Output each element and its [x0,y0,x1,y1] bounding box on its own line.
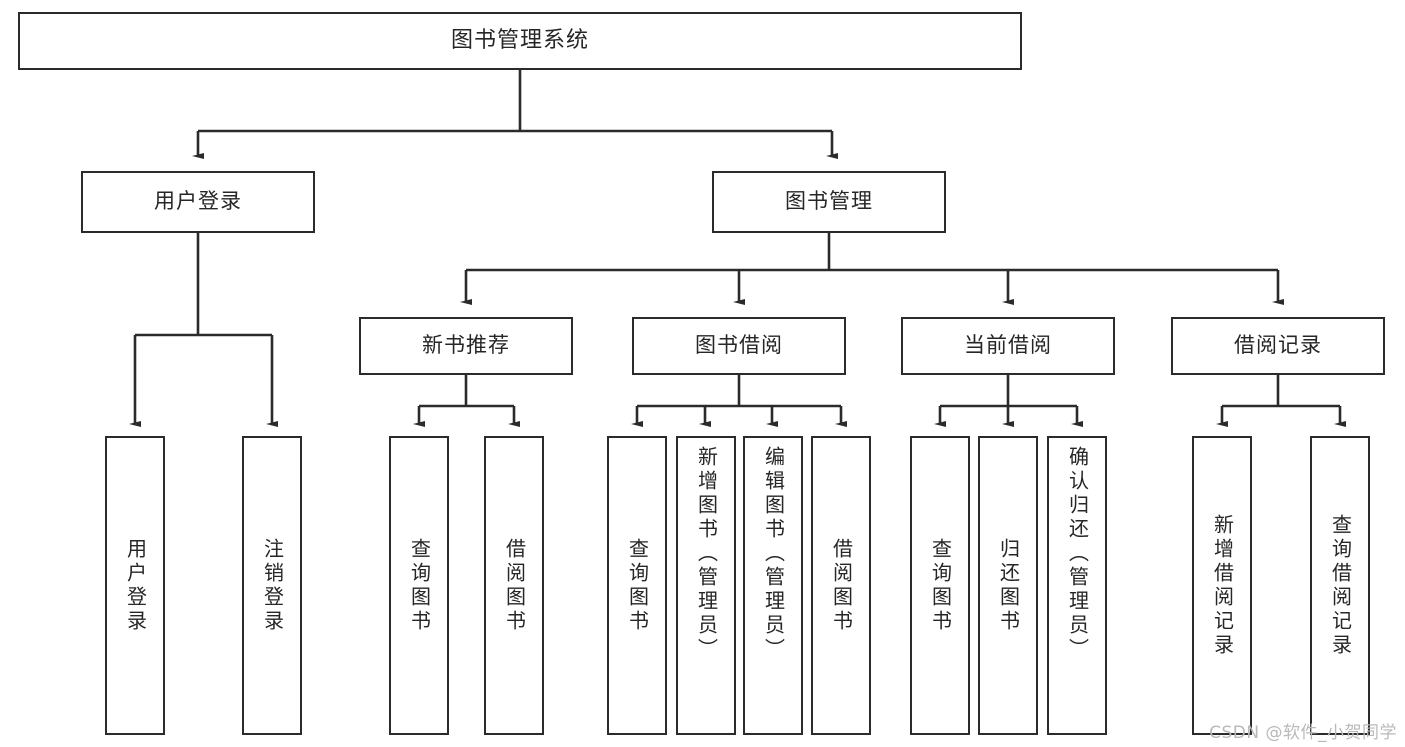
leaf-borrow-query-book[interactable]: 查询图书 [607,436,667,735]
node-book-management-label: 图书管理 [785,189,873,214]
leaf-new-book-borrow[interactable]: 借阅图书 [484,436,544,735]
csdn-watermark: CSDN @软件_小贺同学 [1209,723,1397,743]
leaf-new-book-query[interactable]: 查询图书 [389,436,449,735]
leaf-record-query[interactable]: 查询借阅记录 [1310,436,1370,735]
leaf-record-add[interactable]: 新增借阅记录 [1192,436,1252,735]
leaf-borrow-add-book[interactable]: 新增图书（管理员） [676,436,736,735]
leaf-current-confirm-return[interactable]: 确认归还（管理员） [1047,436,1107,735]
leaf-label: 新增图书（管理员） [694,446,719,662]
leaf-label: 新增借阅记录 [1210,513,1235,658]
node-user-login-label: 用户登录 [154,189,242,214]
leaf-label: 借阅图书 [502,537,527,634]
node-current-borrow[interactable]: 当前借阅 [901,317,1115,375]
node-book-management[interactable]: 图书管理 [712,171,946,233]
leaf-current-query-book[interactable]: 查询图书 [910,436,970,735]
leaf-label: 查询图书 [625,537,650,634]
node-root-label: 图书管理系统 [450,27,589,53]
node-borrow-record[interactable]: 借阅记录 [1171,317,1385,375]
node-new-book-recommend-label: 新书推荐 [422,333,510,358]
node-current-borrow-label: 当前借阅 [964,333,1052,358]
node-book-borrow[interactable]: 图书借阅 [632,317,846,375]
leaf-borrow-borrow-book[interactable]: 借阅图书 [811,436,871,735]
leaf-user-login-logout[interactable]: 注销登录 [242,436,302,735]
leaf-label: 查询图书 [928,537,953,634]
leaf-label: 确认归还（管理员） [1065,446,1090,662]
node-book-borrow-label: 图书借阅 [695,333,783,358]
leaf-borrow-edit-book[interactable]: 编辑图书（管理员） [743,436,803,735]
leaf-label: 查询借阅记录 [1328,513,1353,658]
leaf-user-login-login[interactable]: 用户登录 [105,436,165,735]
node-borrow-record-label: 借阅记录 [1234,333,1322,358]
leaf-label: 归还图书 [996,537,1021,634]
leaf-label: 查询图书 [407,537,432,634]
node-new-book-recommend[interactable]: 新书推荐 [359,317,573,375]
leaf-label: 借阅图书 [829,537,854,634]
node-root-system[interactable]: 图书管理系统 [18,12,1022,70]
leaf-current-return-book[interactable]: 归还图书 [978,436,1038,735]
node-user-login[interactable]: 用户登录 [81,171,315,233]
leaf-label: 用户登录 [123,537,148,634]
leaf-label: 注销登录 [260,537,285,634]
leaf-label: 编辑图书（管理员） [761,446,786,662]
